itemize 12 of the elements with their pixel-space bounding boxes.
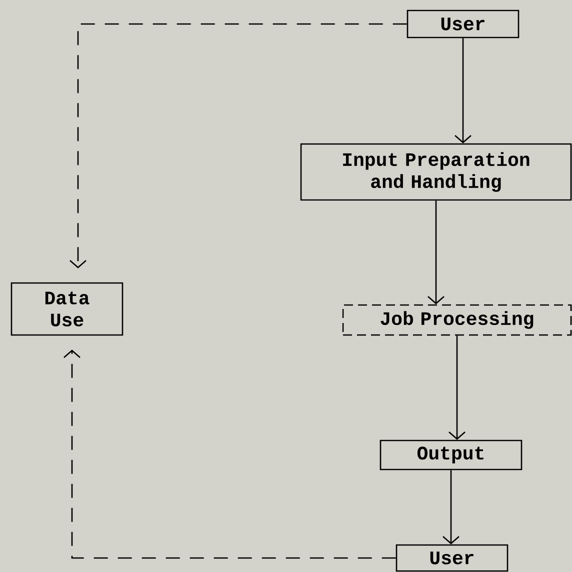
process-box: Job Processing	[342, 304, 572, 336]
arrow	[64, 350, 396, 559]
arrow	[428, 200, 444, 304]
process-box: Data Use	[10, 282, 124, 336]
arrow	[448, 336, 466, 440]
arrow	[442, 470, 460, 544]
process-box: Input Preparation and Handling	[300, 143, 572, 201]
arrow	[70, 23, 407, 268]
process-box: User	[406, 10, 520, 38]
arrow	[454, 38, 472, 144]
process-box: Output	[380, 440, 522, 470]
process-box: User	[396, 544, 508, 572]
